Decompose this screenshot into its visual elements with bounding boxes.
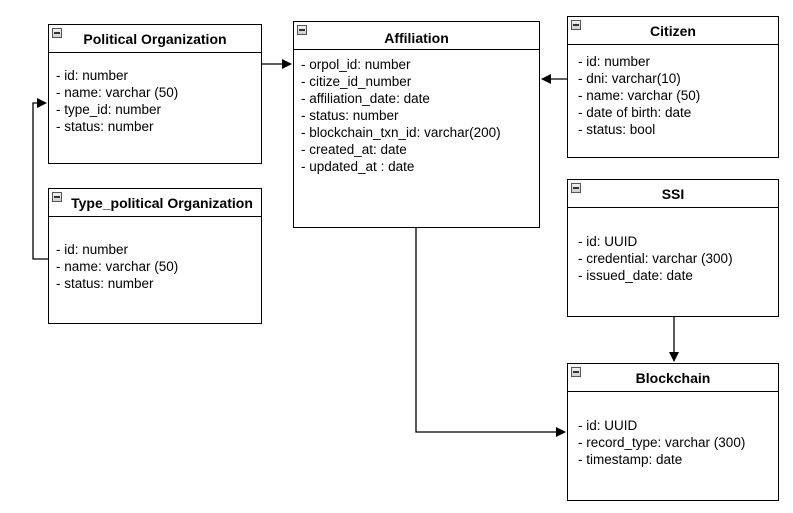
field-list: - id: number - name: varchar (50) - type…	[56, 67, 178, 135]
entity-ssi[interactable]: SSI - id: UUID - credential: varchar (30…	[567, 179, 779, 317]
entity-affiliation[interactable]: Affiliation - orpol_id: number - citize_…	[293, 21, 540, 228]
field-item: - issued_date: date	[578, 268, 693, 283]
entity-title: Type_political Organization	[71, 195, 253, 211]
field-list: - id: UUID - record_type: varchar (300) …	[578, 417, 745, 468]
field-item: - created_at: date	[301, 142, 407, 157]
entity-blockchain[interactable]: Blockchain - id: UUID - record_type: var…	[567, 363, 779, 501]
field-item: - status: number	[301, 108, 399, 123]
field-item: - id: number	[578, 54, 651, 69]
collapse-icon[interactable]	[571, 20, 581, 30]
entity-title: Blockchain	[635, 370, 711, 386]
entity-title: Citizen	[650, 23, 696, 39]
field-list: - orpol_id: number - citize_id_number - …	[301, 56, 501, 175]
field-item: - status: number	[56, 276, 154, 291]
entity-header: Blockchain	[568, 364, 778, 392]
field-list: - id: number - name: varchar (50) - stat…	[56, 241, 178, 292]
entity-title: Affiliation	[384, 30, 449, 46]
entity-title: Political Organization	[83, 31, 227, 47]
field-item: - status: number	[56, 119, 154, 134]
entity-type-political-organization[interactable]: Type_political Organization - id: number…	[48, 188, 262, 324]
collapse-icon[interactable]	[297, 25, 307, 35]
edge-affiliation-to-blockchain	[415, 228, 566, 437]
field-list: - id: UUID - credential: varchar (300) -…	[578, 233, 733, 284]
collapse-icon[interactable]	[571, 367, 581, 377]
field-item: - type_id: number	[56, 102, 162, 117]
field-item: - blockchain_txn_id: varchar(200)	[301, 125, 501, 140]
field-item: - id: UUID	[578, 418, 638, 433]
entity-header: Political Organization	[49, 25, 261, 53]
entity-header: Citizen	[568, 17, 778, 45]
entity-political-organization[interactable]: Political Organization - id: number - na…	[48, 24, 262, 164]
entity-header: SSI	[568, 180, 778, 208]
field-item: - status: bool	[578, 122, 656, 137]
field-item: - timestamp: date	[578, 452, 683, 467]
collapse-icon[interactable]	[52, 192, 62, 202]
collapse-icon[interactable]	[571, 183, 581, 193]
field-item: - name: varchar (50)	[578, 88, 701, 103]
field-item: - id: number	[56, 68, 129, 83]
field-item: - orpol_id: number	[301, 57, 411, 72]
entity-title: SSI	[661, 186, 685, 202]
field-item: - record_type: varchar (300)	[578, 435, 746, 450]
field-item: - citize_id_number	[301, 74, 412, 89]
edge-typepol-to-political	[32, 98, 48, 260]
field-item: - name: varchar (50)	[56, 85, 179, 100]
field-item: - dni: varchar(10)	[578, 71, 681, 86]
field-item: - credential: varchar (300)	[578, 251, 733, 266]
field-item: - date of birth: date	[578, 105, 692, 120]
collapse-icon[interactable]	[52, 28, 62, 38]
entity-header: Type_political Organization	[49, 189, 261, 217]
field-item: - updated_at : date	[301, 159, 415, 174]
field-item: - id: number	[56, 242, 129, 257]
entity-header: Affiliation	[294, 22, 539, 50]
field-item: - affiliation_date: date	[301, 91, 430, 106]
field-list: - id: number - dni: varchar(10) - name: …	[578, 53, 700, 138]
entity-citizen[interactable]: Citizen - id: number - dni: varchar(10) …	[567, 16, 779, 158]
field-item: - id: UUID	[578, 234, 638, 249]
field-item: - name: varchar (50)	[56, 259, 179, 274]
